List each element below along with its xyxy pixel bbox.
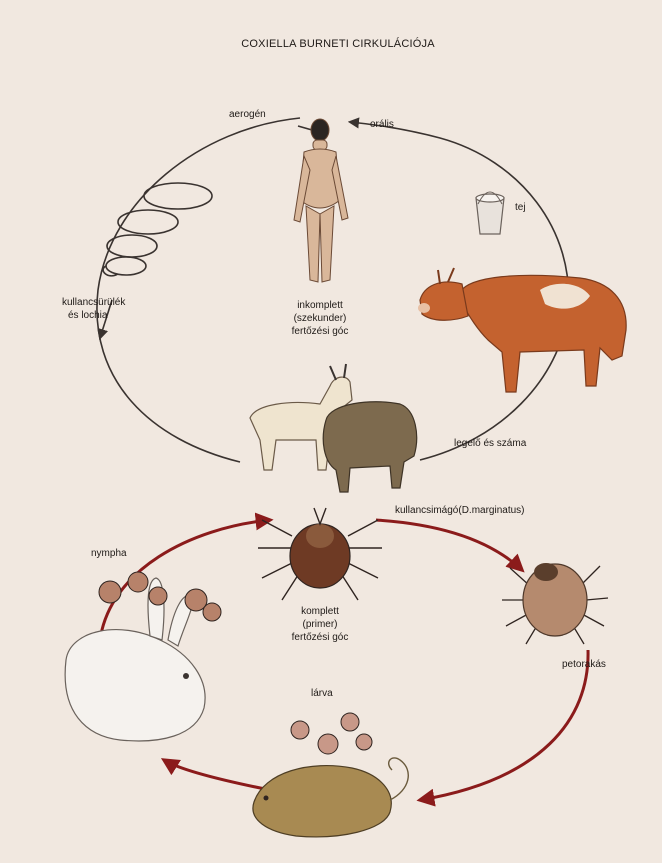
goat-and-sheep bbox=[250, 364, 417, 492]
rabbit-illustration bbox=[65, 578, 205, 741]
label-larva: lárva bbox=[311, 688, 333, 700]
label-nympha: nympha bbox=[91, 548, 127, 560]
central-tick bbox=[258, 508, 382, 600]
label-kullancs-line2: és lochia bbox=[68, 310, 107, 322]
rodent-illustration bbox=[253, 758, 408, 837]
larva-ticks bbox=[291, 713, 372, 754]
diagram-title: COXIELLA BURNETI CIRKULÁCIÓJA bbox=[241, 38, 434, 50]
milk-bucket-icon bbox=[476, 192, 504, 234]
label-kullancs-line1: kullancsürülék bbox=[62, 297, 125, 309]
human-figure bbox=[294, 119, 348, 282]
label-upper-center-line3: fertőzési góc bbox=[292, 326, 349, 338]
label-tej: tej bbox=[515, 202, 526, 214]
label-upper-center-line1: inkomplett bbox=[297, 300, 343, 312]
label-lower-center-line3: fertőzési góc bbox=[292, 632, 349, 644]
cow-illustration bbox=[418, 268, 626, 392]
label-oralis: orális bbox=[370, 119, 394, 131]
adult-tick-right bbox=[502, 563, 608, 644]
label-lower-center-line1: komplett bbox=[301, 606, 339, 618]
label-aerogen: aerogén bbox=[229, 109, 266, 121]
label-upper-center-line2: (szekunder) bbox=[294, 313, 347, 325]
label-legelo: legelő és száma bbox=[454, 438, 526, 450]
label-petorakas: petorakás bbox=[562, 659, 606, 671]
label-kullancs-imago: kullancsimágó(D.marginatus) bbox=[395, 505, 525, 517]
label-lower-center-line2: (primer) bbox=[303, 619, 338, 631]
